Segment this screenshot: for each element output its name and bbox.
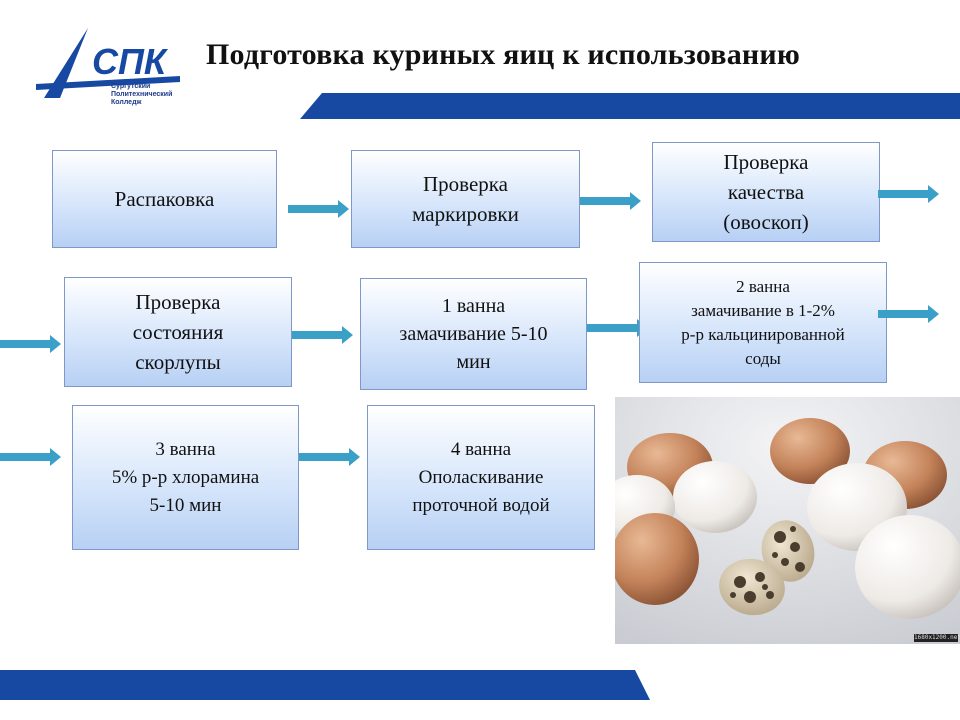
eggs-photo: 1680x1200.net [615, 397, 960, 644]
page-title: Подготовка куриных яиц к использованию [206, 38, 800, 71]
step-bath4: 4 ванна Ополаскивание проточной водой [367, 405, 595, 550]
footer-band [0, 670, 650, 700]
step-marking: Проверка маркировки [351, 150, 580, 248]
step-bath1: 1 ванна замачивание 5-10 мин [360, 278, 587, 390]
arrow-right-icon [878, 185, 939, 203]
arrow-right-icon [580, 192, 641, 210]
photo-watermark: 1680x1200.net [914, 634, 960, 642]
step-shell: Проверка состояния скорлупы [64, 277, 292, 387]
arrow-right-icon [0, 448, 61, 466]
header-band [300, 93, 960, 119]
arrow-right-icon [288, 200, 349, 218]
arrow-right-icon [292, 326, 353, 344]
step-quality: Проверка качества (овоскоп) [652, 142, 880, 242]
arrow-right-icon [587, 319, 648, 337]
step-bath2: 2 ванна замачивание в 1-2% р-р кальцинир… [639, 262, 887, 383]
step-bath3: 3 ванна 5% р-р хлорамина 5-10 мин [72, 405, 299, 550]
arrow-right-icon [0, 335, 61, 353]
arrow-right-icon [878, 305, 939, 323]
step-unpacking: Распаковка [52, 150, 277, 248]
logo-text: СПК [92, 41, 169, 82]
logo-icon: СПК [36, 28, 180, 98]
arrow-right-icon [299, 448, 360, 466]
logo-caption: Сургутский Политехнический Колледж [111, 83, 173, 106]
